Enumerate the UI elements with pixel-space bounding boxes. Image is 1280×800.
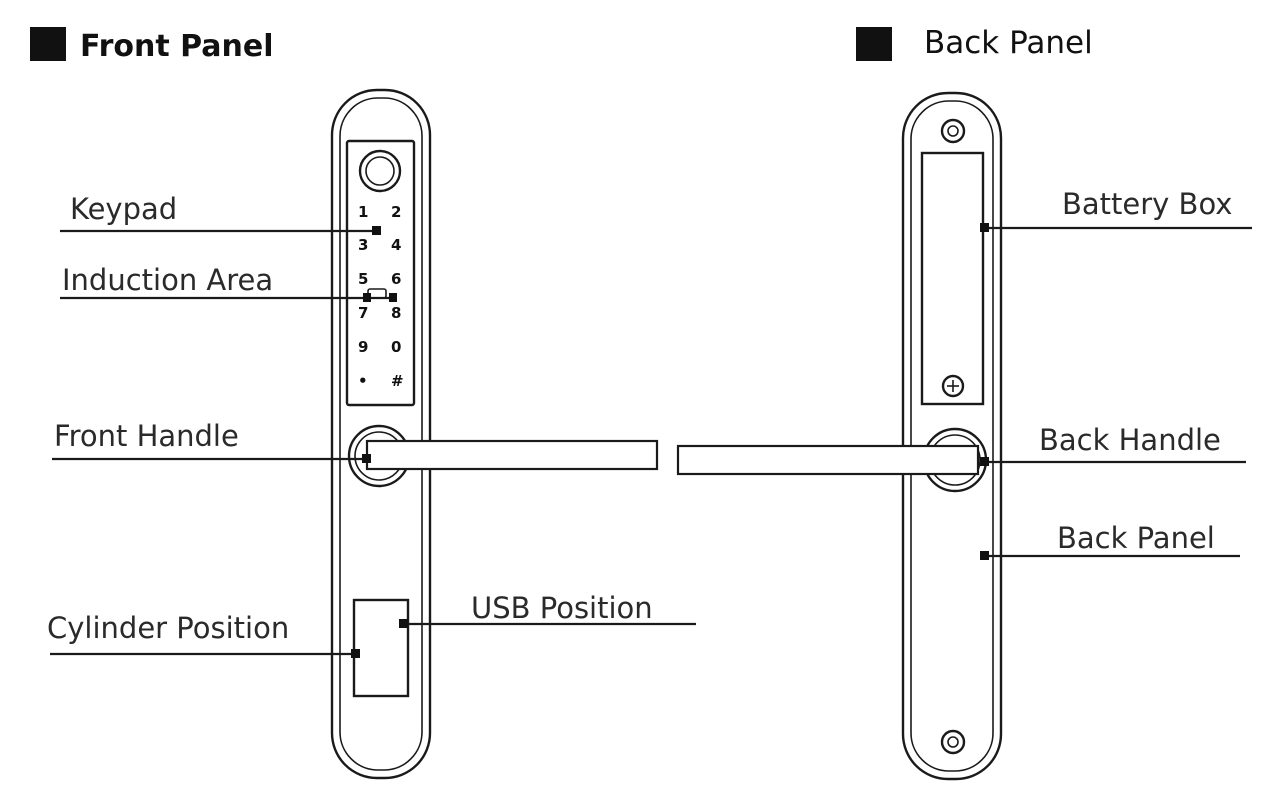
battery-box: [920, 151, 985, 406]
key-4: 4: [391, 236, 401, 254]
front-heading-marker-icon: [30, 27, 66, 61]
back-panel-heading: Back Panel: [924, 25, 1093, 61]
usb-position-label: USB Position: [471, 591, 653, 625]
key-8: 8: [391, 304, 401, 322]
back-heading-marker-icon: [856, 27, 892, 61]
front-panel-heading: Front Panel: [80, 29, 274, 64]
key-hash: #: [391, 372, 404, 390]
bottom-screw-icon: [940, 729, 966, 755]
back-handle: [676, 427, 988, 493]
key-3: 3: [358, 236, 368, 254]
key-0: 0: [391, 338, 401, 356]
keypad-label: Keypad: [70, 192, 177, 226]
cylinder-position-label: Cylinder Position: [47, 611, 289, 645]
top-screw-icon: [940, 118, 966, 144]
back-handle-label: Back Handle: [1039, 423, 1221, 457]
back-panel-label: Back Panel: [1057, 521, 1215, 555]
battery-box-label: Battery Box: [1062, 187, 1232, 221]
keypad-keys: 1 2 3 4 5 6 7 8 9 0 • #: [358, 203, 404, 390]
key-star: •: [358, 372, 368, 390]
key-2: 2: [391, 203, 401, 221]
fingerprint-sensor-icon: [358, 149, 402, 193]
back-panel-body: [901, 91, 1003, 781]
cylinder-usb-box: [352, 598, 410, 698]
key-5: 5: [358, 270, 368, 288]
back-leaders: [980, 223, 1252, 560]
key-6: 6: [391, 270, 401, 288]
front-panel-body: [330, 88, 432, 780]
key-9: 9: [358, 338, 368, 356]
induction-area-label: Induction Area: [62, 263, 273, 297]
front-leaders: [50, 226, 696, 658]
keypad-area: [345, 139, 416, 407]
front-handle-label: Front Handle: [54, 419, 239, 453]
cross-screw-icon: [941, 374, 965, 398]
key-7: 7: [358, 304, 368, 322]
key-1: 1: [358, 203, 368, 221]
front-handle: [347, 424, 659, 488]
